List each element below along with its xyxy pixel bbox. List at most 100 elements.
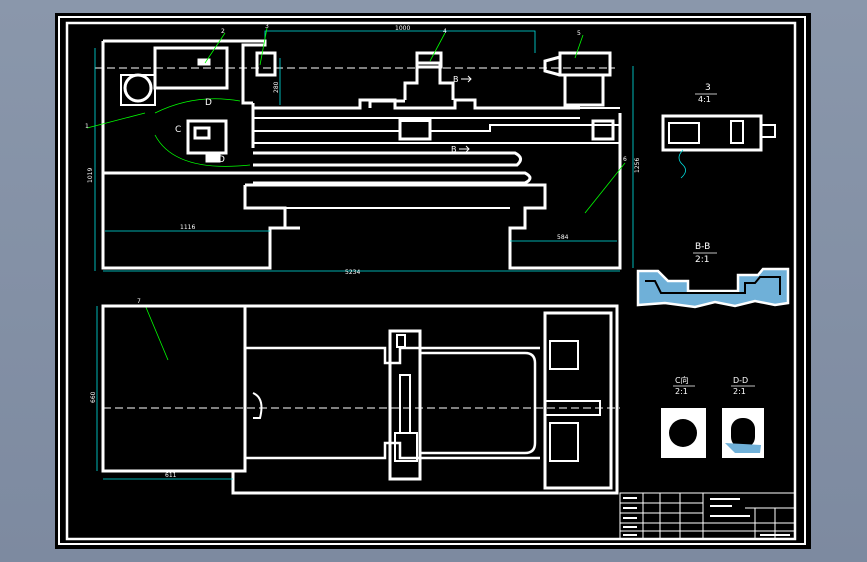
tailstock-body — [563, 73, 605, 107]
dim-right-height: 1256 — [634, 158, 641, 173]
apron-foot — [205, 151, 221, 163]
section-dd-title: D-D — [733, 376, 748, 385]
spindle-cap — [255, 51, 277, 77]
plan-bed-outline — [231, 304, 619, 495]
title-block-scribbles — [623, 497, 790, 536]
plan-carriage — [388, 329, 422, 481]
tailstock-base-box — [591, 119, 615, 141]
toolpost-body — [403, 61, 455, 100]
section-bb-title: B-B — [695, 242, 710, 252]
leader-1 — [86, 112, 146, 129]
title-block — [619, 492, 796, 540]
section-mark-b-bottom: B — [451, 145, 457, 154]
view-label-d-lower: D — [218, 155, 225, 165]
tb-text-3 — [623, 517, 637, 519]
tb-title-3 — [710, 515, 750, 517]
dim-top-span-line — [264, 30, 536, 53]
bed-base-right — [245, 113, 622, 270]
view-d-arc — [154, 98, 241, 114]
detail-3-view — [661, 114, 776, 152]
view-c-hole — [669, 419, 697, 447]
tb-title-1 — [710, 498, 740, 500]
bed-base-left — [243, 185, 287, 230]
tb-title-2 — [710, 505, 732, 507]
tailstock-head — [558, 51, 612, 77]
dim-top-span: 1000 — [395, 25, 410, 32]
motor-housing — [120, 74, 156, 106]
tb-text-4 — [623, 526, 637, 528]
plan-chuck — [252, 392, 263, 419]
leader-2 — [204, 32, 226, 64]
plan-toolpost — [396, 334, 406, 348]
dim-base-right: 584 — [557, 234, 569, 241]
cad-drawing: 1000 1019 1256 1116 584 5234 280 1 2 3 4… — [58, 16, 806, 545]
dim-small-vertical: 280 — [273, 81, 280, 93]
leader-4 — [429, 32, 446, 62]
inner-border — [65, 21, 797, 541]
section-dd-scale: 2:1 — [733, 387, 746, 396]
leader-numbers: 1 2 3 4 5 6 7 — [85, 23, 627, 305]
plan-dimensions — [96, 306, 233, 480]
leader-num-4: 4 — [443, 28, 447, 35]
front-dimensions — [94, 30, 634, 272]
view-c-shape — [661, 408, 706, 458]
detail-3-body — [661, 114, 763, 152]
plan-tailstock-box-1 — [549, 340, 579, 370]
toolpost-top — [415, 51, 443, 69]
section-bb-shape — [636, 267, 790, 309]
view-label-d-upper: D — [205, 98, 212, 108]
outer-border — [58, 16, 806, 545]
view-label-c: C — [175, 125, 181, 135]
tailstock-quill — [543, 55, 561, 77]
leader-num-1: 1 — [85, 123, 89, 130]
title-block-frame — [619, 492, 796, 540]
apron-window — [193, 126, 211, 140]
section-dd-slot — [731, 418, 755, 448]
detail-3-slot — [668, 122, 700, 144]
dim-overall-length: 5234 — [345, 269, 360, 276]
section-bb-scale: 2:1 — [695, 255, 709, 265]
detail-3-number: 3 — [705, 83, 711, 93]
dim-plan-height: 660 — [90, 391, 97, 403]
section-bb-view — [636, 267, 790, 309]
detail-3-break-line — [678, 149, 686, 179]
plan-crossslide — [399, 374, 411, 434]
plan-apron — [394, 432, 418, 462]
leader-3 — [259, 27, 268, 66]
view-c-arc — [154, 134, 251, 167]
dim-left-height: 1019 — [87, 168, 94, 183]
plan-view — [101, 304, 619, 495]
bed-top-rail — [253, 98, 580, 110]
leadscrew-lower — [253, 171, 532, 185]
headstock-top — [103, 39, 267, 105]
section-mark-b-top: B — [453, 75, 459, 84]
leader-num-3: 3 — [265, 23, 269, 30]
section-arrow-top — [461, 75, 472, 83]
plan-tailstock-box-2 — [549, 422, 579, 462]
leader-num-2: 2 — [221, 28, 225, 35]
saddle-left — [368, 99, 405, 108]
gearbox-slot — [197, 58, 211, 66]
plan-headstock-box — [101, 304, 247, 473]
detail-3-nut — [730, 120, 744, 144]
detail-3-scale: 4:1 — [698, 95, 711, 104]
leader-6 — [584, 162, 626, 214]
section-arrow-bottom — [459, 145, 470, 153]
tb-text-5 — [623, 534, 637, 536]
leadscrew-upper — [253, 151, 522, 167]
leader-num-5: 5 — [577, 30, 581, 37]
dim-plan-width: 611 — [165, 472, 177, 479]
section-bb-inner — [645, 276, 781, 295]
plan-bed-inner — [420, 351, 537, 455]
leader-7 — [144, 304, 169, 361]
bed-rail-3 — [253, 120, 585, 132]
plan-rail-top — [245, 346, 540, 365]
tb-title-4 — [760, 534, 790, 536]
front-view — [101, 39, 622, 270]
tb-text-2 — [623, 507, 637, 509]
leader-5 — [574, 34, 584, 59]
dim-base-left: 1116 — [180, 224, 195, 231]
section-dd-hatch — [725, 443, 761, 453]
plan-rail-bottom — [245, 441, 540, 460]
leader-num-7: 7 — [137, 298, 141, 305]
